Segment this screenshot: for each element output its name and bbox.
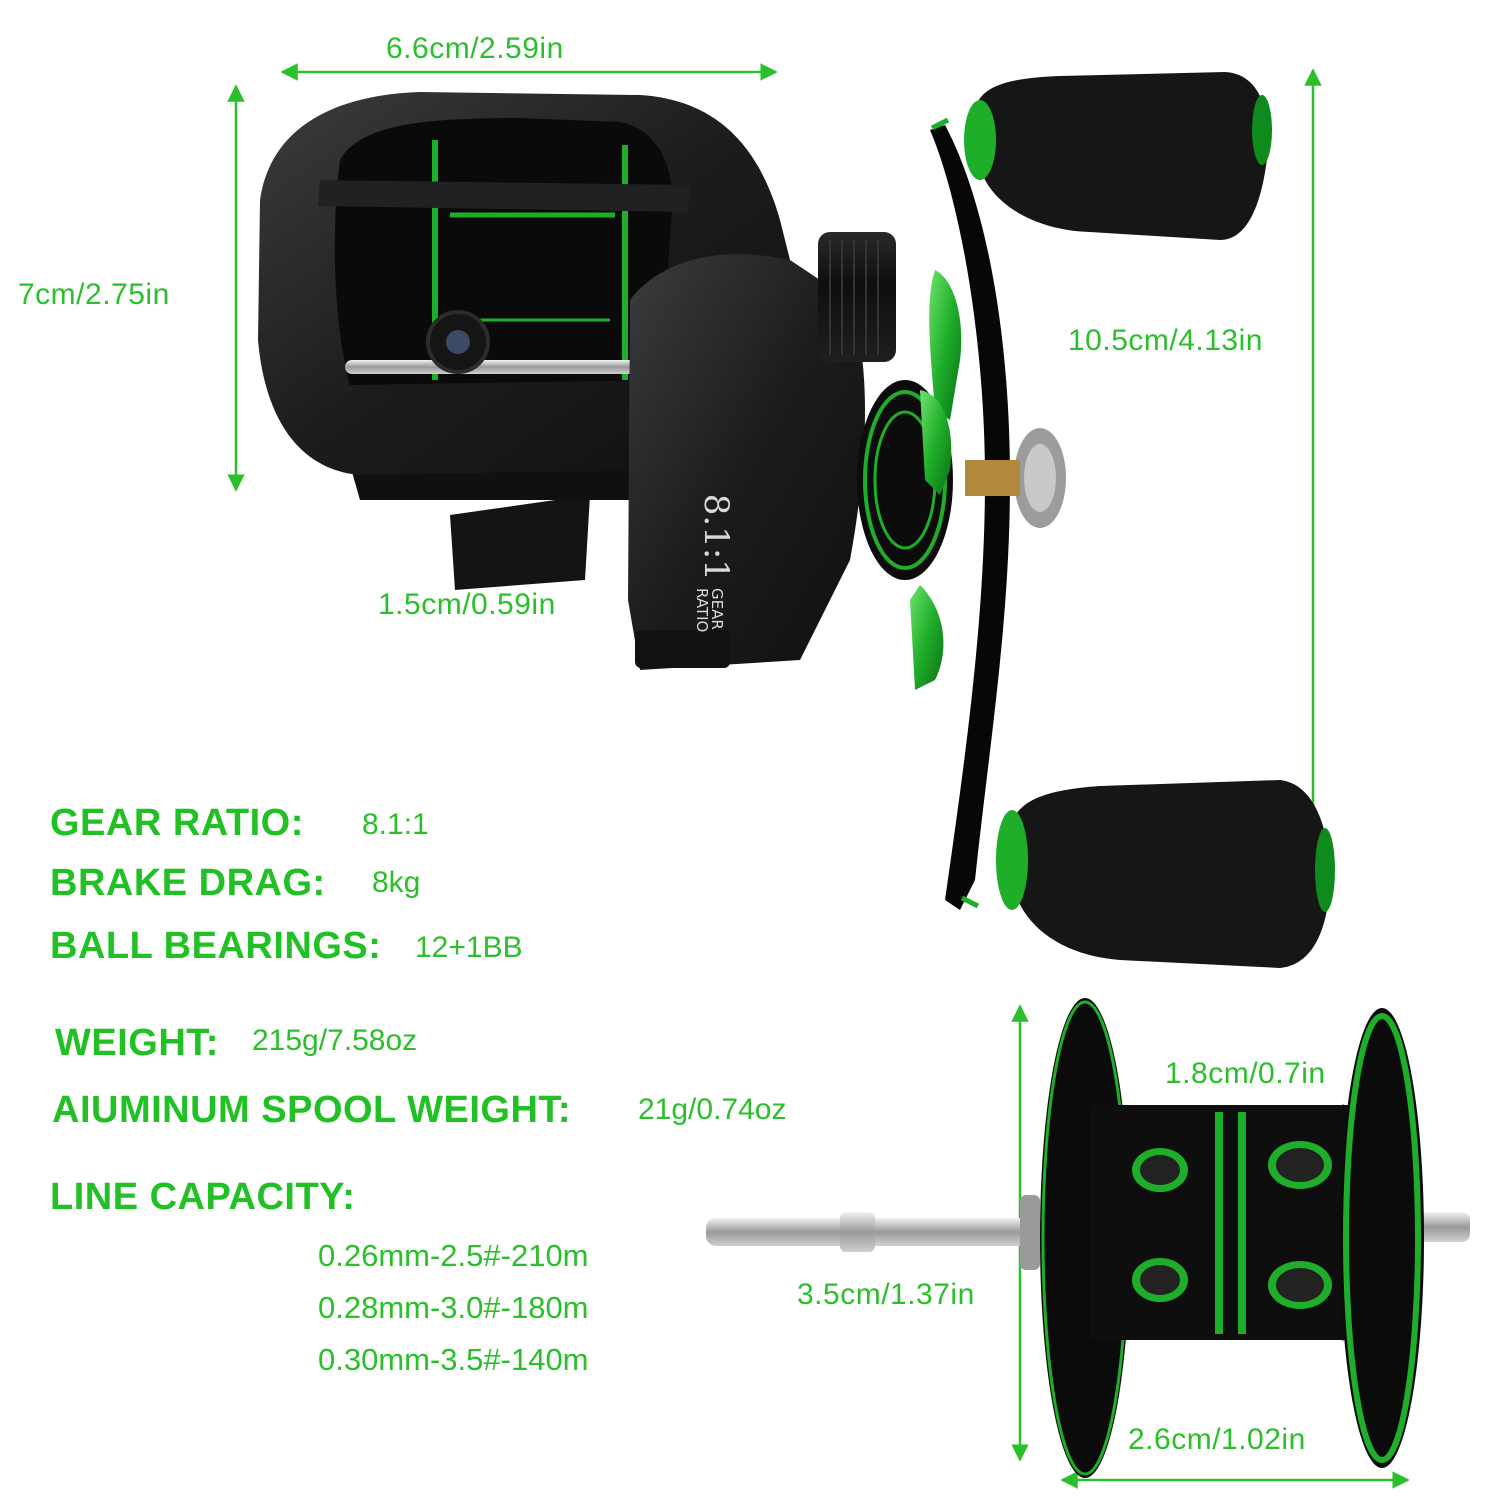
reel-drawing bbox=[258, 72, 1335, 968]
spec-spool-weight-label: AIUMINUM SPOOL WEIGHT: bbox=[52, 1089, 572, 1131]
reel-gear-print: 8.1:1 GEAR RATIO bbox=[693, 493, 736, 644]
spec-weight-value: 215g/7.58oz bbox=[252, 1024, 418, 1057]
spec-ball-bearings-value: 12+1BB bbox=[415, 931, 523, 964]
handle-length-label: 10.5cm/4.13in bbox=[1068, 324, 1263, 357]
spec-brake-drag-label: BRAKE DRAG: bbox=[50, 862, 326, 904]
spec-brake-drag-value: 8kg bbox=[372, 866, 421, 899]
spool-diameter-label: 3.5cm/1.37in bbox=[797, 1278, 975, 1311]
spool-height-label: 1.8cm/0.7in bbox=[1165, 1057, 1326, 1090]
reel-print-ratio: 8.1:1 bbox=[695, 493, 736, 581]
line-capacity-label: LINE CAPACITY: bbox=[50, 1176, 356, 1218]
spec-gear-ratio-value: 8.1:1 bbox=[362, 808, 429, 841]
reel-print-word1: GEAR bbox=[708, 588, 727, 630]
spec-spool-weight-value: 21g/0.74oz bbox=[638, 1093, 787, 1126]
line-capacity-item: 0.30mm-3.5#-140m bbox=[318, 1342, 589, 1377]
line-capacity-item: 0.28mm-3.0#-180m bbox=[318, 1290, 589, 1325]
spec-weight-label: WEIGHT: bbox=[55, 1022, 219, 1064]
line-capacity-item: 0.26mm-2.5#-210m bbox=[318, 1238, 589, 1273]
spec-gear-ratio-label: GEAR RATIO: bbox=[50, 802, 304, 844]
reel-print-word2: RATIO bbox=[693, 588, 712, 633]
reel-width-label: 6.6cm/2.59in bbox=[386, 32, 564, 65]
spool-width-label: 2.6cm/1.02in bbox=[1128, 1423, 1306, 1456]
side-width-label: 1.5cm/0.59in bbox=[378, 588, 556, 621]
reel-height-label: 7cm/2.75in bbox=[18, 278, 170, 311]
spool-drawing bbox=[706, 998, 1470, 1478]
spec-ball-bearings-label: BALL BEARINGS: bbox=[50, 925, 382, 967]
